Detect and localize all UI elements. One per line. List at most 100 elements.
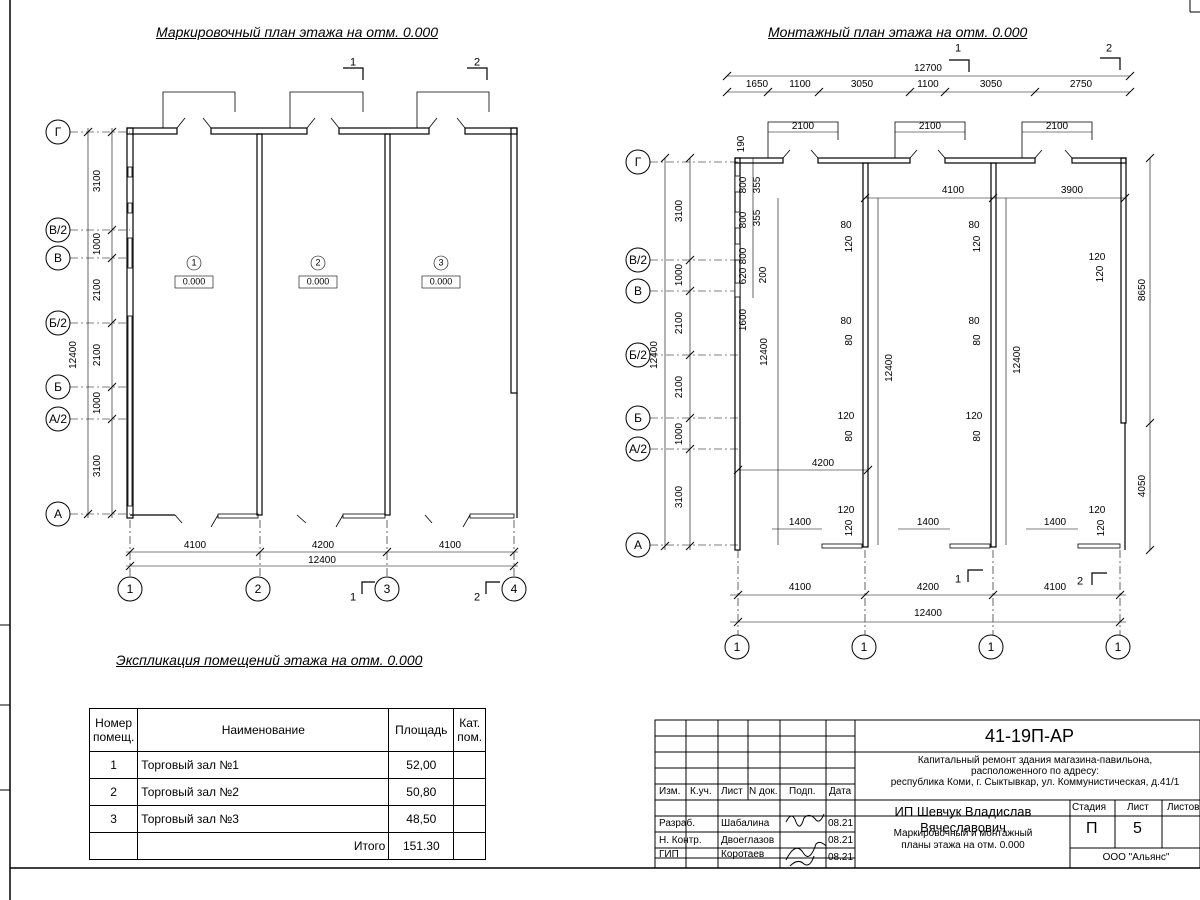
axis-bubble-label: Б/2 <box>629 348 647 362</box>
row-name: Торговый зал №1 <box>137 751 390 779</box>
row-category <box>453 778 487 806</box>
dimension-label: 4100 <box>941 185 965 196</box>
axis-bubble-label: Б <box>634 411 642 425</box>
stamp-col-date: Дата <box>829 786 852 797</box>
section-mark: 2 <box>1105 42 1113 55</box>
signatures <box>785 813 827 867</box>
row-category <box>453 805 487 833</box>
dimension-label: 3100 <box>674 199 685 223</box>
dimension-label: 1400 <box>1043 517 1067 528</box>
dimension-label: 1000 <box>674 422 685 446</box>
dimension-label: 1000 <box>92 391 103 415</box>
row-number: 3 <box>88 805 139 833</box>
dimension-label: 120 <box>972 235 983 253</box>
dimension-label: 80 <box>844 334 855 346</box>
dimension-label: 120 <box>1088 505 1106 516</box>
table-row: 3 Торговый зал №3 48,50 <box>88 805 487 833</box>
axis-bubble-label: Б <box>54 380 62 394</box>
dimension-label: 80 <box>844 430 855 442</box>
row-area: 48,50 <box>388 805 455 833</box>
col-number: Номер помещ. <box>88 708 139 752</box>
axis-bubble-label: В <box>53 251 63 265</box>
dimension-label: 1400 <box>916 517 940 528</box>
stamp-role: Разраб. <box>659 818 696 829</box>
stamp-org: ООО "Альянс" <box>1102 852 1170 863</box>
row-category <box>453 751 487 779</box>
axis-bubble-label: В <box>633 284 643 298</box>
row-number: 1 <box>88 751 139 779</box>
dimension-label: 190 <box>736 135 747 153</box>
dimension-label: 2750 <box>1069 79 1093 90</box>
row-name: Торговый зал №3 <box>137 805 390 833</box>
section-mark: 1 <box>349 591 357 604</box>
axis-bubble-label: 1 <box>126 582 134 596</box>
dimension-label: 2100 <box>674 311 685 335</box>
stamp-col-izm: Изм. <box>659 786 681 797</box>
section-mark: 1 <box>954 42 962 55</box>
dimension-label: 12400 <box>649 341 660 369</box>
table-header-row: Номер помещ. Наименование Площадь Кат. п… <box>88 708 487 752</box>
axis-bubble-label: Г <box>54 125 62 139</box>
room-level: 0.000 <box>429 276 453 287</box>
axis-bubble-label: 2 <box>254 582 262 596</box>
dimension-label: 355 <box>752 209 763 227</box>
dimension-label: 1000 <box>92 232 103 256</box>
dimension-label: 3050 <box>850 79 874 90</box>
dimension-label: 2100 <box>92 278 103 302</box>
table-total-row: Итого 151.30 <box>88 832 487 860</box>
total-label: Итого <box>137 832 390 860</box>
dimension-label: 800 <box>738 247 749 265</box>
dimension-label: 4100 <box>788 582 812 593</box>
axis-bubble-label: 3 <box>383 582 391 596</box>
stamp-role: Н. Контр. <box>659 835 702 846</box>
table-row: 1 Торговый зал №1 52,00 <box>88 751 487 779</box>
row-area: 50,80 <box>388 778 455 806</box>
axis-bubble-label: В/2 <box>48 223 68 237</box>
axis-bubble-label: А <box>53 507 63 521</box>
dimension-label: 1400 <box>788 517 812 528</box>
room-number: 2 <box>315 257 321 268</box>
total-value: 151.30 <box>388 832 455 860</box>
dimension-label: 120 <box>837 411 855 422</box>
stamp-date: 08.21 <box>828 852 854 863</box>
dimension-label: 800 <box>738 176 749 194</box>
stamp-sheet: 5 <box>1133 820 1142 837</box>
dimension-label: 620 <box>738 267 749 285</box>
stamp-stage-label: Стадия <box>1072 802 1107 813</box>
mounting-plan-title: Монтажный план этажа на отм. 0.000 <box>768 24 1028 40</box>
dimension-label: 80 <box>972 334 983 346</box>
stamp-name: Коротаев <box>721 849 765 860</box>
section-mark: 1 <box>349 56 357 69</box>
axis-bubble-label: 4 <box>510 582 518 596</box>
axis-bubble-label: 1 <box>1114 640 1122 654</box>
dimension-label: 12400 <box>884 354 895 382</box>
dimension-label: 12400 <box>914 608 942 619</box>
dimension-label: 12400 <box>1012 346 1023 374</box>
stamp-col-sign: Подп. <box>789 786 816 797</box>
marking-plan <box>45 67 527 602</box>
stamp-col-ndoc: N док. <box>749 786 778 797</box>
axis-bubble-label: А <box>633 538 643 552</box>
room-number: 1 <box>191 257 197 268</box>
dimension-label: 12400 <box>68 341 79 369</box>
dimension-label: 1000 <box>674 263 685 287</box>
dimension-label: 2100 <box>1045 121 1069 132</box>
mounting-plan <box>625 57 1155 660</box>
dimension-label: 1100 <box>917 79 939 90</box>
table-row: 2 Торговый зал №2 50,80 <box>88 778 487 806</box>
dimension-label: 200 <box>758 266 769 284</box>
dimension-label: 120 <box>844 519 855 537</box>
stamp-code: 41-19П-АР <box>985 726 1074 746</box>
explication-title: Экспликация помещений этажа на отм. 0.00… <box>116 652 423 668</box>
row-area: 52,00 <box>388 751 455 779</box>
stamp-date: 08.21 <box>828 835 854 846</box>
dimension-label: 4200 <box>811 458 835 469</box>
dimension-label: 1650 <box>745 79 769 90</box>
row-number: 2 <box>88 778 139 806</box>
dimension-label: 80 <box>840 316 852 327</box>
axis-bubble-label: В/2 <box>628 253 648 267</box>
dimension-label: 2100 <box>918 121 942 132</box>
dimension-label: 120 <box>837 505 855 516</box>
